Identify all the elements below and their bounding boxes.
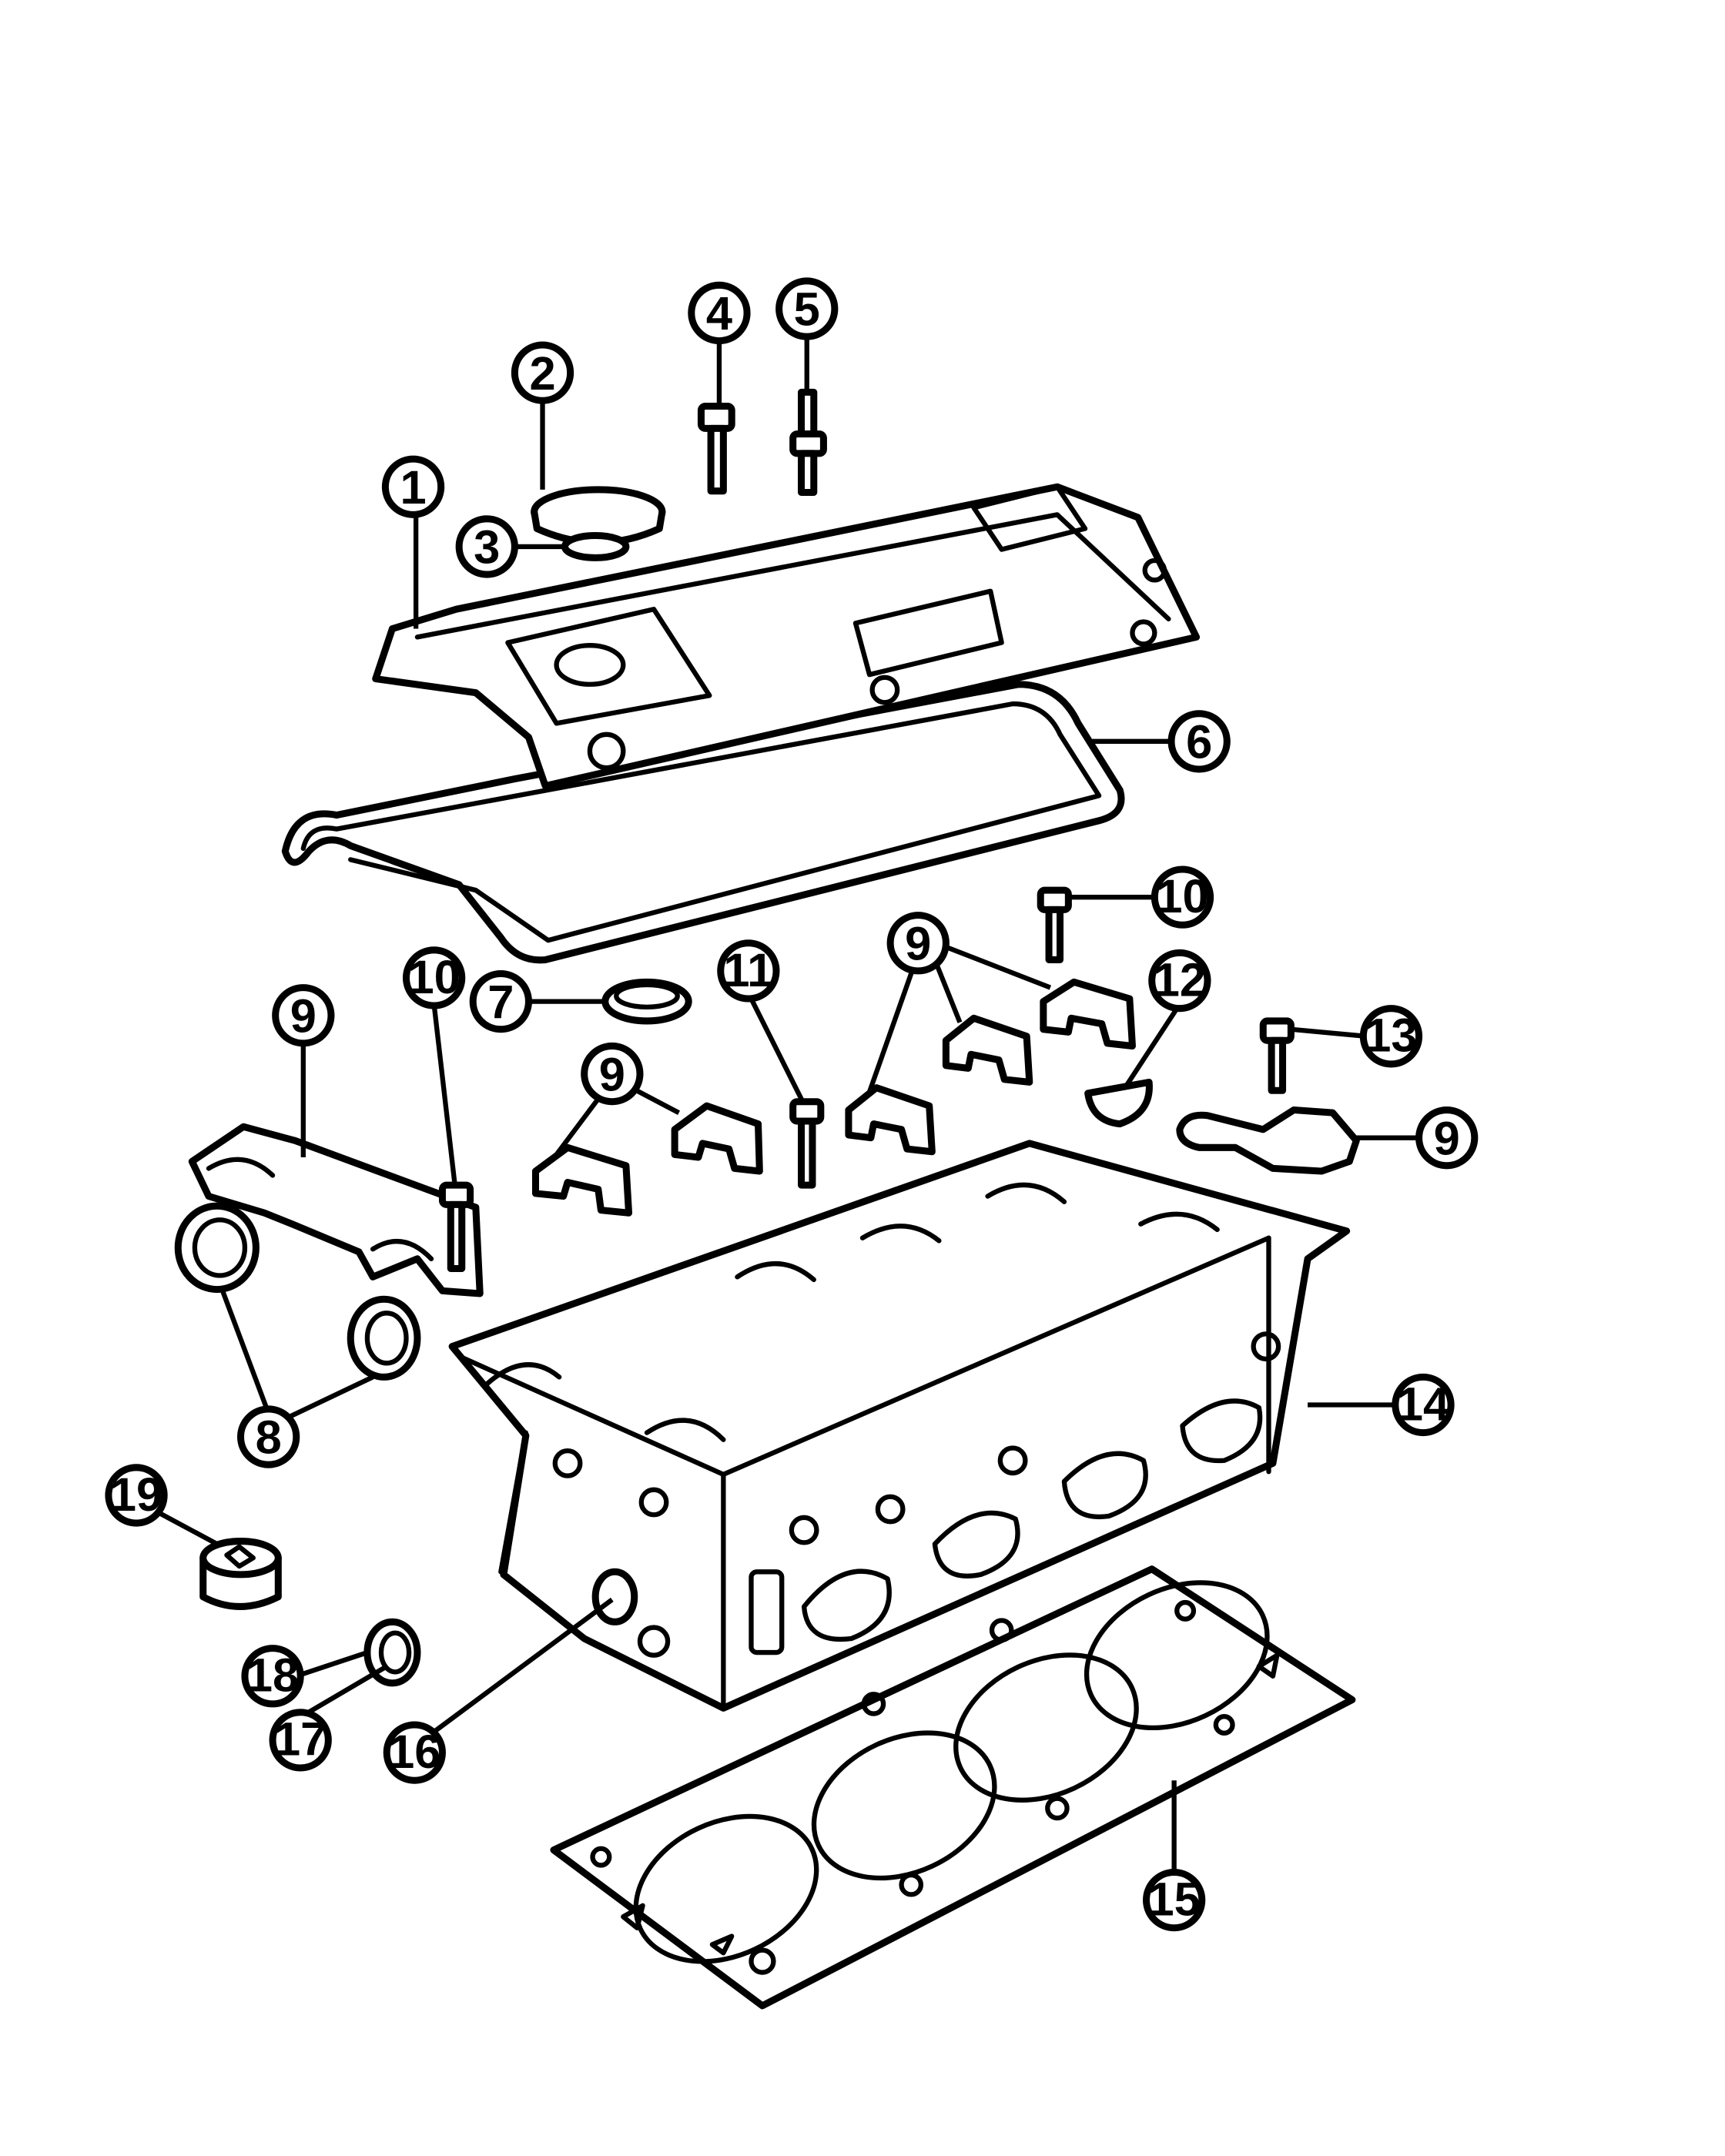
- callout: 16: [383, 1721, 446, 1784]
- bearing-caps: [188, 978, 1360, 1297]
- bearing-seals: [174, 1202, 421, 1381]
- callout-label: 2: [529, 347, 555, 400]
- callout-label: 9: [905, 917, 931, 970]
- callout-label: 7: [487, 976, 514, 1029]
- callout: 18: [241, 1645, 304, 1708]
- callout-label: 8: [256, 1411, 282, 1465]
- callout-label: 10: [1156, 870, 1208, 923]
- callout-label: 6: [1186, 716, 1212, 769]
- callout-label: 14: [1397, 1378, 1449, 1431]
- callout-label: 12: [1154, 953, 1206, 1006]
- callout: 9: [1415, 1106, 1479, 1170]
- callout: 9: [886, 912, 950, 975]
- callout: 3: [455, 515, 518, 578]
- callout: 13: [1359, 1005, 1423, 1068]
- callout: 19: [105, 1464, 168, 1527]
- callout-label: 1: [400, 461, 426, 514]
- callout: 15: [1142, 1868, 1206, 1932]
- plug-cap: [199, 1538, 282, 1610]
- callout: 12: [1148, 949, 1211, 1013]
- callout: 14: [1392, 1373, 1455, 1437]
- callout-label: 9: [1434, 1112, 1460, 1165]
- cover-bolt: [697, 402, 735, 495]
- woodruff-key: [1084, 1078, 1153, 1128]
- callout: 10: [1151, 865, 1214, 929]
- callout: 2: [511, 341, 574, 404]
- callout: 5: [775, 277, 839, 340]
- valve-cover-gasket: [281, 681, 1125, 964]
- valve-cover: [372, 483, 1201, 790]
- head-end-plug: [591, 1568, 638, 1625]
- callout: 6: [1167, 710, 1231, 773]
- callout-label: 5: [794, 283, 820, 336]
- callout-label: 19: [110, 1468, 162, 1522]
- camshaft-seal: [601, 978, 692, 1025]
- cap-seal: [561, 531, 630, 561]
- callout: 17: [269, 1709, 332, 1772]
- bearing-cap-bolts: [438, 886, 1295, 1272]
- callout-label: 17: [274, 1713, 327, 1766]
- callout-label: 18: [246, 1649, 299, 1702]
- callout-label: 11: [723, 944, 773, 997]
- callout-label: 15: [1147, 1873, 1200, 1926]
- head-gasket: [550, 1565, 1356, 2010]
- callout: 9: [581, 1042, 644, 1106]
- callout: 10: [402, 946, 466, 1009]
- callout: 11: [717, 939, 780, 1003]
- callout-label: 16: [388, 1726, 440, 1779]
- callout-label: 13: [1365, 1009, 1417, 1063]
- callout-label: 3: [474, 521, 500, 574]
- callout: 8: [237, 1405, 300, 1468]
- callout: 9: [272, 984, 335, 1047]
- callout: 7: [469, 969, 532, 1033]
- callout-label: 10: [407, 951, 460, 1004]
- callout-label: 4: [706, 287, 732, 340]
- callout: 1: [381, 455, 445, 518]
- cylinder-head: [448, 1140, 1351, 1712]
- cover-stud: [789, 388, 827, 496]
- callout-label: 9: [599, 1048, 625, 1101]
- callout-label: 9: [290, 989, 317, 1043]
- leader-lines: [159, 333, 1422, 1876]
- callout: 4: [688, 281, 751, 345]
